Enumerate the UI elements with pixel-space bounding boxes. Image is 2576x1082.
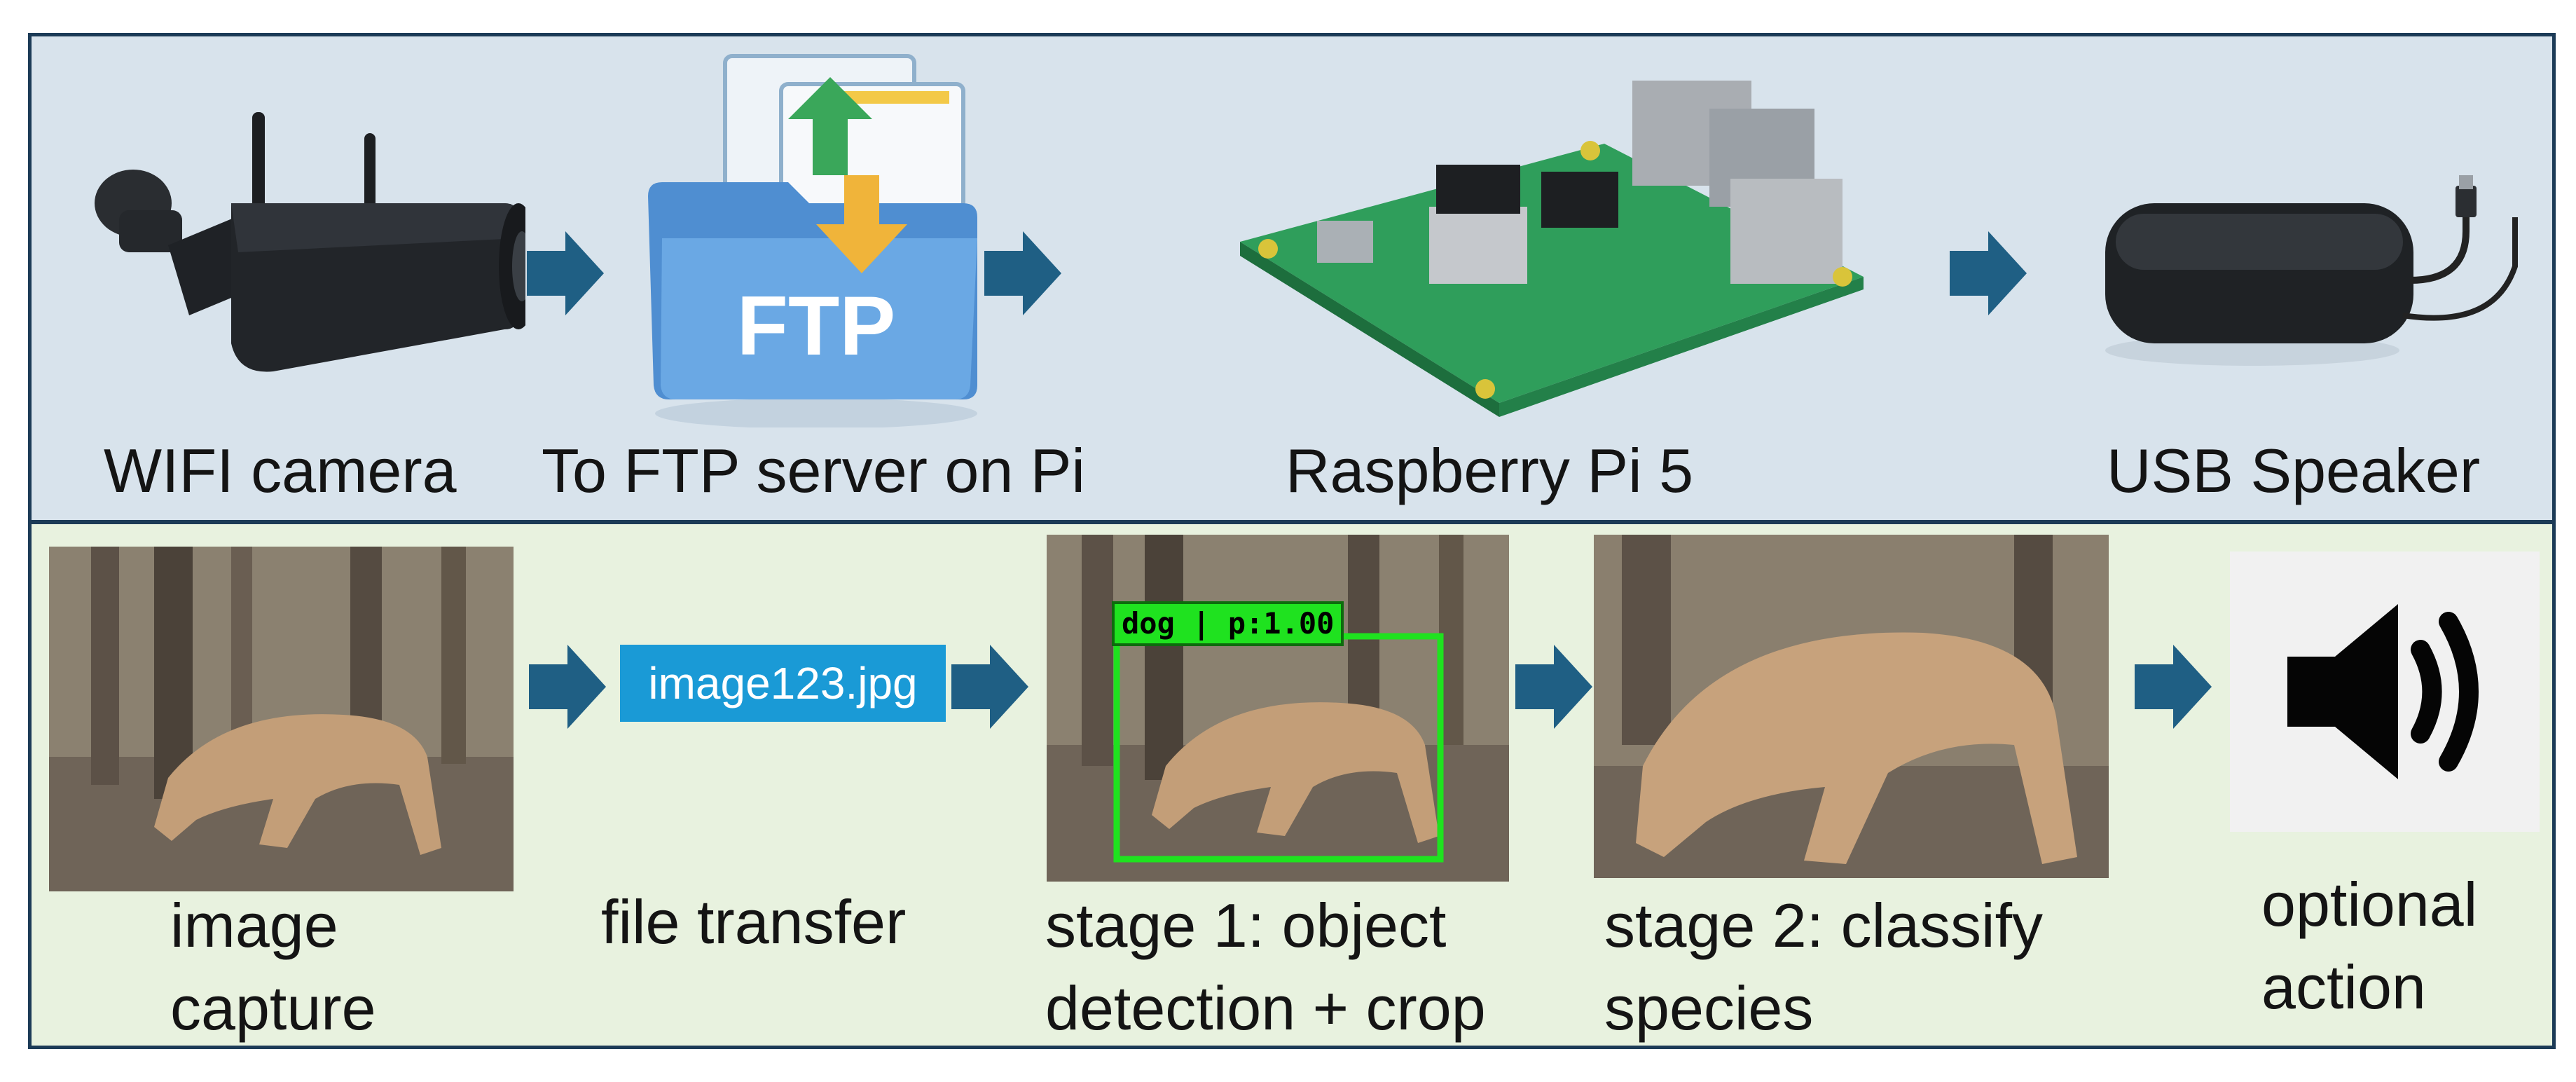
arrow-right-icon [1950, 231, 2027, 315]
speaker-volume-icon [2230, 552, 2540, 832]
captured-photo [49, 547, 514, 891]
stage2-label: stage 2: classify species [1604, 891, 2044, 1043]
arrow-right-icon [984, 231, 1061, 315]
arrow-right-icon [529, 645, 606, 729]
arrow-right-icon [527, 231, 604, 315]
arrow-right-icon [1515, 645, 1592, 729]
usb-speaker-image [2102, 175, 2529, 385]
figure-frame [28, 33, 2556, 1049]
camera-label: WIFI camera [104, 436, 457, 505]
ftp-folder-icon: FTP [627, 49, 1005, 427]
stage1-label: stage 1: object detection + crop [1045, 891, 1486, 1043]
raspberry-pi-board-image [1226, 67, 1878, 431]
action-label: optional action [2261, 870, 2478, 1022]
filename-chip: image123.jpg [620, 645, 946, 722]
arrow-right-icon [2135, 645, 2212, 729]
ftp-label: To FTP server on Pi [542, 436, 1085, 505]
ftp-icon-text: FTP [736, 279, 896, 373]
pi-label: Raspberry Pi 5 [1286, 436, 1694, 505]
transfer-label: file transfer [601, 887, 907, 957]
detection-tag: dog | p:1.00 [1112, 601, 1344, 646]
panel-divider [32, 520, 2552, 524]
speaker-label: USB Speaker [2107, 436, 2481, 505]
arrow-right-icon [951, 645, 1028, 729]
capture-label: image capture [170, 891, 376, 1043]
wifi-camera-image [91, 105, 525, 406]
detection-photo: dog | p:1.00 [1047, 535, 1509, 882]
cropped-photo [1594, 535, 2109, 878]
